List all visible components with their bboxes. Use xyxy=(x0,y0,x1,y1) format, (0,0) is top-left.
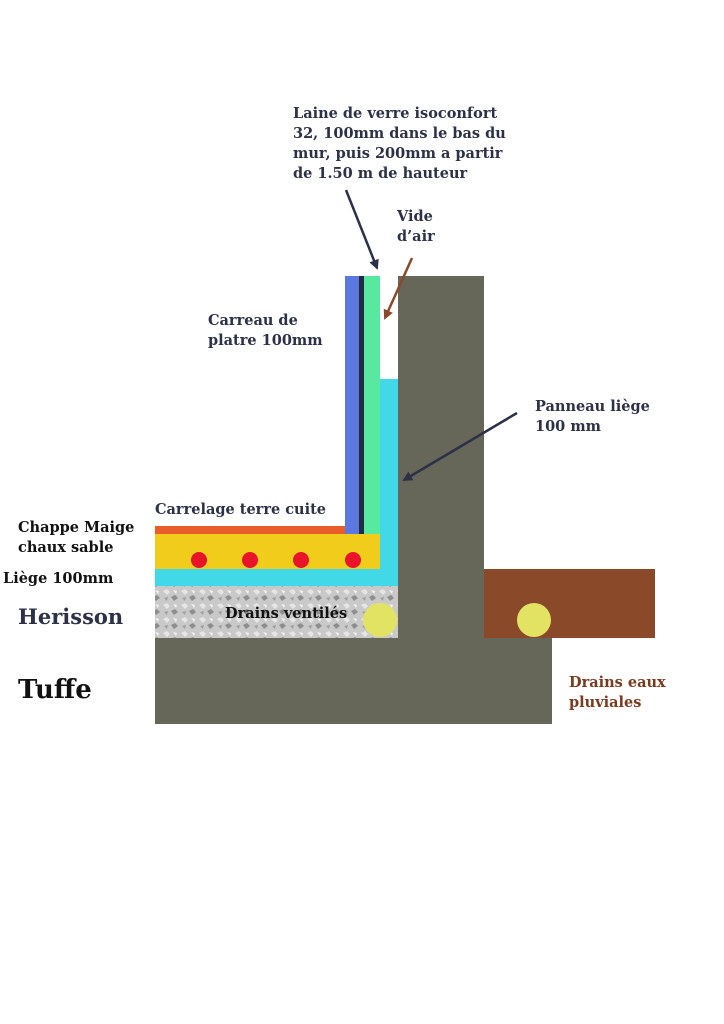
heating-tube xyxy=(293,552,309,568)
air-gap xyxy=(380,276,398,379)
rainwater-drain-trench xyxy=(484,569,655,638)
glass-wool-arrow xyxy=(344,189,379,270)
terracotta-tile-label: Carrelage terre cuite xyxy=(155,501,327,518)
cork-panel-arrow xyxy=(402,411,518,482)
heating-tube xyxy=(191,552,207,568)
heating-tube xyxy=(242,552,258,568)
rainwater-drain-pipe xyxy=(517,603,551,637)
chappe-label: Chappe Maige chaux sable xyxy=(18,519,135,556)
heating-tube xyxy=(345,552,361,568)
vapour-membrane xyxy=(359,276,364,534)
air-gap-arrow xyxy=(383,257,414,320)
cork-floor-layer xyxy=(155,569,380,586)
glass-wool-layer xyxy=(364,276,380,534)
cork-floor-label: Liège 100mm xyxy=(3,570,114,587)
rainwater-drain-label: Drains eaux pluviales xyxy=(569,674,666,711)
herisson-layer xyxy=(155,586,398,638)
glass-wool-label: Laine de verre isoconfort 32, 100mm dans… xyxy=(293,105,506,182)
ventilated-drain-label: Drains ventilés xyxy=(225,605,348,622)
cork-wall-panel xyxy=(380,379,398,586)
tuffe-base xyxy=(155,638,552,724)
plaster-tile-layer xyxy=(345,276,359,534)
cork-panel-label: Panneau liège 100 mm xyxy=(535,398,650,435)
tuffe-label: Tuffe xyxy=(18,675,92,705)
herisson-label: Herisson xyxy=(18,604,124,629)
air-gap-label: Vide d’air xyxy=(397,208,435,245)
ventilated-drain-pipe xyxy=(363,603,397,637)
terracotta-tile-layer xyxy=(155,526,345,534)
plaster-tile-label: Carreau de platre 100mm xyxy=(208,312,323,349)
